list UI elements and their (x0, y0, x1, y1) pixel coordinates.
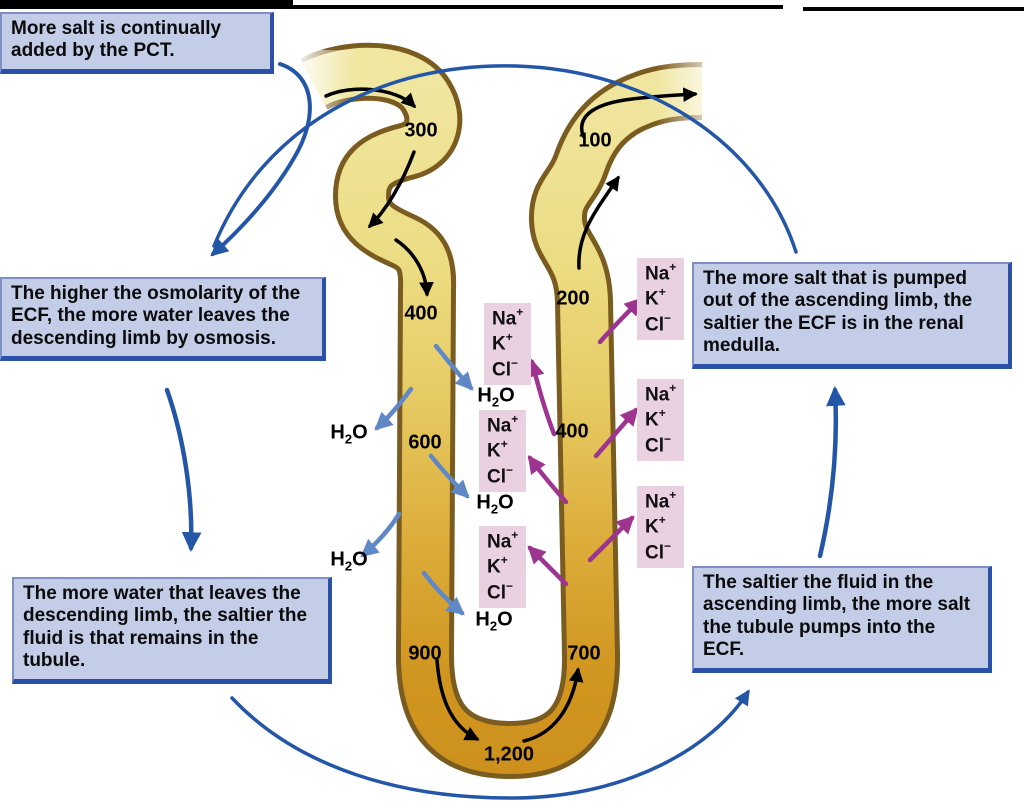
osmolarity-value-descending-bottom: 900 (408, 642, 442, 665)
ion-cl-label: Cl− (487, 578, 514, 604)
ion-pump-arrow-icon (526, 358, 557, 437)
flow-arrow-icon (367, 150, 416, 229)
osmolarity-value-ascending-bottom: 700 (567, 642, 601, 665)
flow-arrow-icon (580, 87, 698, 138)
ion-na-label: Na+ (487, 528, 519, 553)
ion-k-label: K+ (645, 513, 666, 538)
ion-k-label: K+ (645, 406, 666, 431)
callout-water-leaves: The more water that leaves the descendin… (12, 577, 332, 684)
ion-box: Na+K+Cl− (637, 379, 685, 462)
osmolarity-value-descending-3: 600 (408, 431, 442, 454)
ion-na-label: Na+ (487, 412, 519, 437)
ion-na-label: Na+ (645, 381, 677, 406)
osmolarity-value-descending-2: 400 (404, 302, 438, 325)
water-label: H2O (476, 491, 514, 517)
water-label: H2O (477, 384, 515, 410)
ion-k-label: K+ (487, 553, 508, 578)
ion-cl-label: Cl− (492, 355, 519, 381)
cycle-arrow-icon (817, 386, 846, 559)
callout-salt-pumped: The more salt that is pumped out of the … (692, 262, 1012, 369)
osmolarity-value-ascending-top: 100 (578, 129, 612, 152)
ion-k-label: K+ (492, 330, 513, 355)
flow-arrow-icon (522, 667, 584, 743)
cycle-arrow-icon (164, 387, 202, 552)
osmolarity-value-ascending-3: 400 (555, 420, 589, 443)
water-label: H2O (330, 548, 368, 574)
ion-cl-label: Cl− (645, 310, 672, 336)
water-arrow-icon (428, 453, 470, 499)
ion-pump-arrow-group (526, 297, 643, 587)
ion-box: Na+K+Cl− (479, 410, 527, 493)
osmolarity-value-bend: 1,200 (483, 743, 535, 766)
ion-pump-arrow-icon (527, 455, 569, 505)
ion-cl-label: Cl− (645, 538, 672, 564)
callout-osmolarity: The higher the osmolarity of the ECF, th… (0, 277, 326, 362)
cycle-arc-top (212, 64, 798, 254)
cycle-arrow-icon (210, 62, 312, 257)
ion-na-label: Na+ (645, 260, 677, 285)
flow-arrow-icon (394, 238, 434, 297)
top-border-line (803, 7, 1024, 11)
flow-arrow-icon (435, 658, 480, 741)
flow-arrow-icon (577, 175, 620, 270)
water-arrow-group (360, 343, 474, 616)
ion-cl-label: Cl− (645, 431, 672, 457)
top-border-line (0, 0, 293, 9)
ion-box: Na+K+Cl− (484, 303, 532, 386)
ion-box: Na+K+Cl− (479, 526, 527, 609)
top-border-line (293, 5, 783, 9)
ion-na-label: Na+ (645, 488, 677, 513)
water-arrow-icon (360, 511, 402, 558)
water-arrow-icon (421, 570, 465, 616)
ion-cl-label: Cl− (487, 462, 514, 488)
flow-arrow-group (324, 87, 698, 743)
callout-saltier-fluid: The saltier the fluid in the ascending l… (692, 566, 992, 673)
osmolarity-value-descending-top: 300 (404, 119, 438, 142)
water-label: H2O (330, 421, 368, 447)
water-arrow-icon (433, 343, 474, 391)
cycle-arrow-group (164, 62, 846, 800)
callout-pct: More salt is continually added by the PC… (0, 12, 274, 74)
ion-box: Na+K+Cl− (637, 486, 685, 569)
ion-box: Na+K+Cl− (637, 258, 685, 341)
cycle-arc-bottom (230, 689, 750, 800)
ion-na-label: Na+ (492, 305, 524, 330)
loop-of-henle-tubule (300, 42, 703, 779)
ion-pump-arrow-icon (527, 545, 569, 587)
ion-k-label: K+ (487, 437, 508, 462)
ion-k-label: K+ (645, 285, 666, 310)
ion-pump-arrow-icon (597, 297, 643, 345)
water-label: H2O (475, 608, 513, 634)
ion-pump-arrow-icon (593, 407, 639, 459)
water-arrow-icon (374, 386, 414, 431)
osmolarity-value-ascending-2: 200 (556, 287, 590, 310)
ion-pump-arrow-icon (587, 515, 635, 563)
